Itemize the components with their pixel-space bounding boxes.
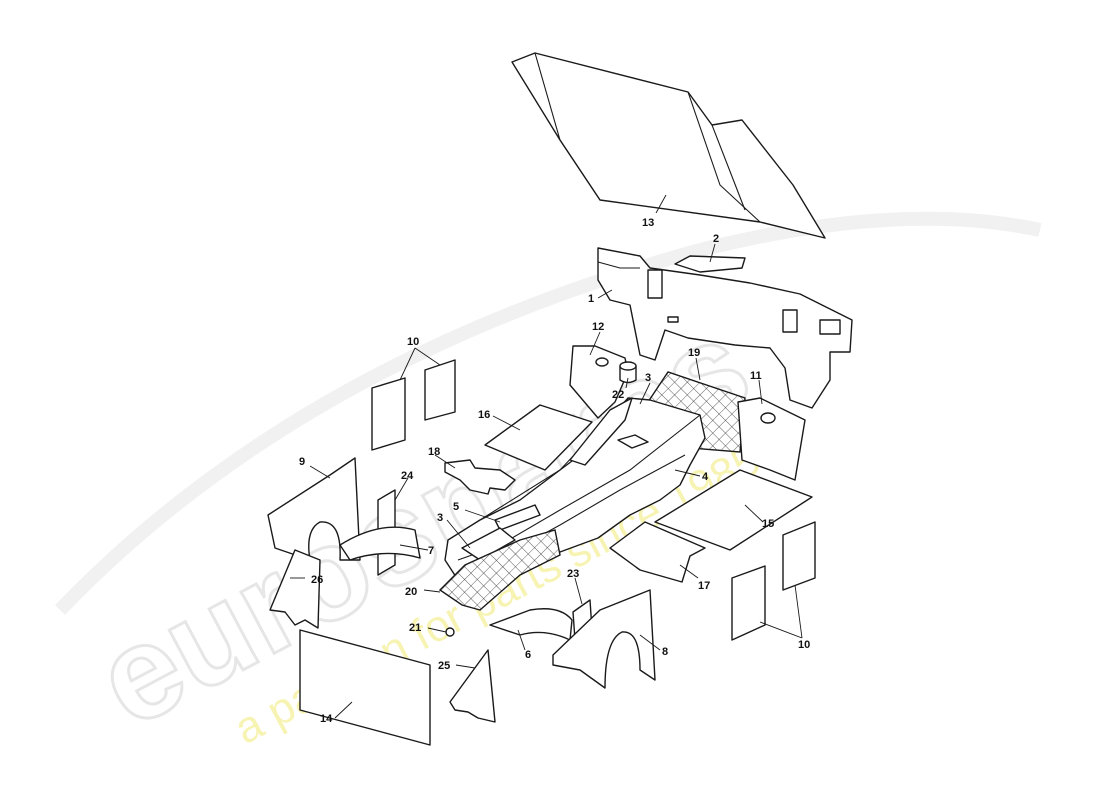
callout-12: 12 [592,321,604,333]
callout-23: 23 [567,568,579,580]
callout-3-lower: 3 [437,512,443,524]
callout-19: 19 [688,347,700,359]
part-9-wheelarch-panel [267,457,361,561]
callout-5: 5 [453,501,459,513]
callout-10-lower: 10 [798,639,810,651]
part-15-floor-pad [654,469,813,551]
callout-4: 4 [702,471,709,483]
callout-1: 1 [588,293,594,305]
callout-15: 15 [762,518,774,530]
part-3-lower-pad [461,527,516,561]
callout-10-upper: 10 [407,336,419,348]
callouts: 13 2 1 12 10 19 3 11 22 16 18 9 4 24 5 3… [299,217,810,725]
part-5-pad [494,504,541,531]
part-16-pad [484,404,593,471]
part-1-bulkhead-panel [597,247,853,409]
callout-8: 8 [662,646,668,658]
part-17-floor-pad [609,521,706,583]
callout-6: 6 [525,649,531,661]
part-6-arch-cover [489,608,573,641]
part-3-upper-pad [569,397,633,466]
part-7-arch-cover [339,526,421,561]
part-21-grommet [445,627,455,637]
callout-3-upper: 3 [645,372,651,384]
callout-2: 2 [713,233,719,245]
part-8-wheelarch-panel [552,589,656,689]
part-22-pad [619,361,637,384]
leader-lines [290,194,803,719]
part-14-large-panel [299,629,431,746]
callout-25: 25 [438,660,450,672]
part-2-strip [674,255,746,273]
part-26-triangle-panel [269,549,321,629]
callout-21: 21 [409,622,421,634]
part-10-lower-pads [731,521,816,641]
callout-9: 9 [299,456,305,468]
part-12-side-panel [569,345,629,419]
callout-16: 16 [478,409,490,421]
callout-17: 17 [698,580,710,592]
callout-26: 26 [311,574,323,586]
part-25-triangle-panel [449,649,496,723]
callout-14: 14 [320,713,333,725]
part-10-upper-pads [371,359,456,451]
part-13-headliner [511,52,826,239]
callout-20: 20 [405,586,417,598]
callout-13: 13 [642,217,654,229]
callout-22: 22 [612,389,624,401]
callout-18: 18 [428,446,440,458]
part-18-pad [444,459,516,495]
callout-7: 7 [428,545,434,557]
callout-11: 11 [750,370,762,382]
callout-24: 24 [401,470,414,482]
part-20-mesh [438,529,561,611]
part-11-panel [737,397,806,481]
